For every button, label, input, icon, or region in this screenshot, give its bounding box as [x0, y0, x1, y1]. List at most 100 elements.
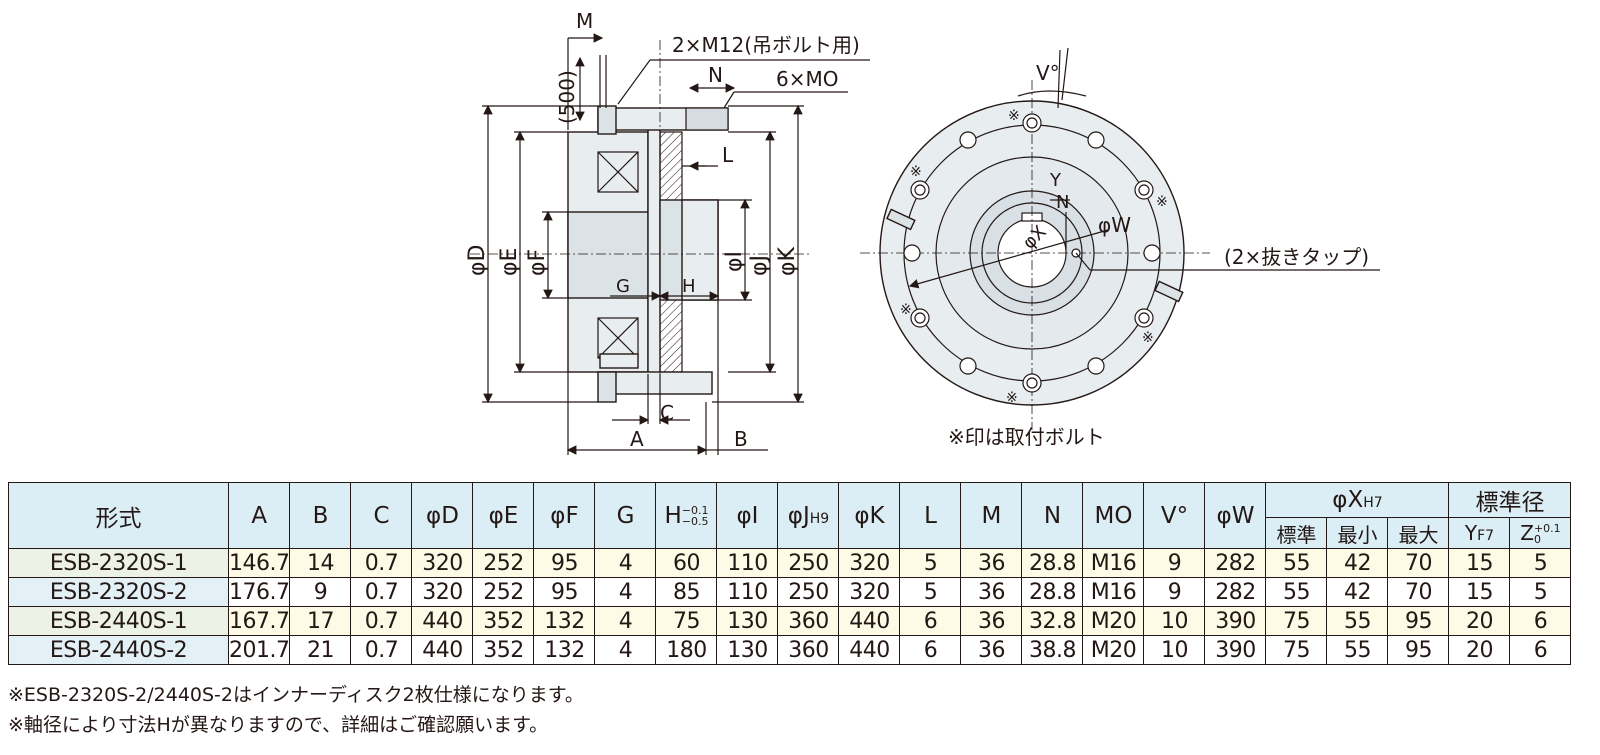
header-x-sub: H7 [1363, 495, 1383, 511]
table-cell: 36 [960, 548, 1023, 578]
notes: ※ESB-2320S-2/2440S-2はインナーディスク2枚仕様になります。 … [8, 680, 584, 740]
front-view: V° Y N φW φX (2×抜きタップ) ※ ※ ※ ※ ※ ※ ※印は取付… [860, 47, 1380, 449]
header-w: φW [1204, 482, 1267, 549]
table-cell: 95 [1387, 635, 1450, 665]
table-cell: 252 [472, 548, 535, 578]
table-cell: 36 [960, 577, 1023, 607]
asterisk-3: ※ [1156, 194, 1168, 210]
header-z-label: Z [1520, 520, 1534, 545]
table-cell: M20 [1082, 635, 1145, 665]
label-phi-k: φK [775, 246, 800, 276]
bolt-holes [903, 113, 1161, 393]
header-j: φJH9 [777, 482, 840, 549]
bolt-note: ※印は取付ボルト [948, 425, 1105, 449]
table-cell: 15 [1448, 548, 1511, 578]
header-l: L [899, 482, 962, 549]
header-h: H−0.1−0.5 [655, 482, 718, 549]
table-cell: 320 [838, 548, 901, 578]
table-cell: 0.7 [350, 635, 413, 665]
header-e: φE [472, 482, 535, 549]
table-cell: 110 [716, 548, 779, 578]
table-cell: 60 [655, 548, 718, 578]
label-y: Y [1049, 170, 1062, 191]
table-cell: 176.7 [227, 577, 291, 607]
table-cell: M16 [1082, 548, 1145, 578]
table-cell: 440 [838, 635, 901, 665]
table-cell: 352 [472, 606, 535, 636]
label-n: N [708, 63, 723, 87]
header-h-tolerance: −0.1−0.5 [682, 505, 709, 527]
label-phi-j: φJ [747, 255, 772, 276]
table-cell: 110 [716, 577, 779, 607]
table-cell: 9 [1143, 577, 1206, 607]
table-cell: 55 [1326, 635, 1389, 665]
table-cell: 167.7 [227, 606, 291, 636]
table-cell: 6 [899, 606, 962, 636]
table-cell: 9 [1143, 548, 1206, 578]
table-cell: 0.7 [350, 548, 413, 578]
header-x-min: 最小 [1326, 517, 1389, 549]
label-m12: 2×M12(吊ボルト用) [672, 33, 860, 57]
asterisk-6: ※ [1006, 390, 1018, 406]
spec-table: 形式 A B C φD φE φF G H−0.1−0.5 φI φJH9 φK… [8, 482, 1572, 665]
header-d: φD [411, 482, 474, 549]
note-line-1: ※ESB-2320S-2/2440S-2はインナーディスク2枚仕様になります。 [8, 684, 584, 706]
cell-model: ESB-2320S-1 [8, 548, 229, 578]
table-cell: 28.8 [1021, 577, 1084, 607]
header-a: A [227, 482, 291, 549]
table-cell: 252 [472, 577, 535, 607]
table-cell: 75 [655, 606, 718, 636]
table-cell: 21 [289, 635, 352, 665]
table-cell: 130 [716, 635, 779, 665]
cell-model: ESB-2320S-2 [8, 577, 229, 607]
table-cell: 440 [411, 635, 474, 665]
table-cell: 390 [1204, 606, 1267, 636]
header-j-sub: H9 [809, 510, 830, 527]
table-cell: 70 [1387, 577, 1450, 607]
table-cell: 20 [1448, 606, 1511, 636]
label-a: A [630, 427, 644, 451]
cell-model: ESB-2440S-1 [8, 606, 229, 636]
table-cell: 180 [655, 635, 718, 665]
asterisk-5: ※ [1142, 330, 1154, 346]
table-cell: 250 [777, 577, 840, 607]
table-cell: 55 [1326, 606, 1389, 636]
table-row: ESB-2320S-2 176.7 9 0.7 320 252 95 4 85 … [8, 577, 1572, 607]
table-cell: 14 [289, 548, 352, 578]
header-n: N [1021, 482, 1084, 549]
table-cell: 4 [594, 606, 657, 636]
table-cell: 42 [1326, 577, 1389, 607]
table-cell: 250 [777, 548, 840, 578]
label-g: G [616, 276, 630, 297]
table-cell: 4 [594, 548, 657, 578]
table-cell: 320 [838, 577, 901, 607]
side-view: M 2×M12(吊ボルト用) (500) N 6×MO L G H C A B … [465, 9, 870, 455]
asterisk-2: ※ [910, 164, 922, 180]
header-j-label: φJ [787, 502, 810, 529]
label-6xmo: 6×MO [776, 67, 838, 91]
label-500: (500) [555, 70, 579, 124]
note-line-2: ※軸径により寸法Hが異なりますので、詳細はご確認願います。 [8, 714, 549, 736]
table-cell: 0.7 [350, 577, 413, 607]
label-v: V° [1036, 61, 1060, 85]
table-cell: 282 [1204, 577, 1267, 607]
header-f: φF [533, 482, 596, 549]
label-b: B [734, 427, 748, 451]
label-phi-i: φI [722, 251, 747, 272]
table-cell: 282 [1204, 548, 1267, 578]
table-cell: 70 [1387, 548, 1450, 578]
table-row: ESB-2440S-1 167.7 17 0.7 440 352 132 4 7… [8, 606, 1572, 636]
header-m: M [960, 482, 1023, 549]
table-cell: 5 [899, 548, 962, 578]
header-mo: MO [1082, 482, 1145, 549]
header-i: φI [716, 482, 779, 549]
table-cell: 5 [1509, 548, 1572, 578]
table-cell: 75 [1265, 606, 1328, 636]
table-cell: 132 [533, 635, 596, 665]
table-cell: 36 [960, 635, 1023, 665]
header-y-sub: F7 [1477, 528, 1495, 544]
table-cell: 32.8 [1021, 606, 1084, 636]
label-tap: (2×抜きタップ) [1224, 245, 1369, 269]
table-cell: 360 [777, 635, 840, 665]
